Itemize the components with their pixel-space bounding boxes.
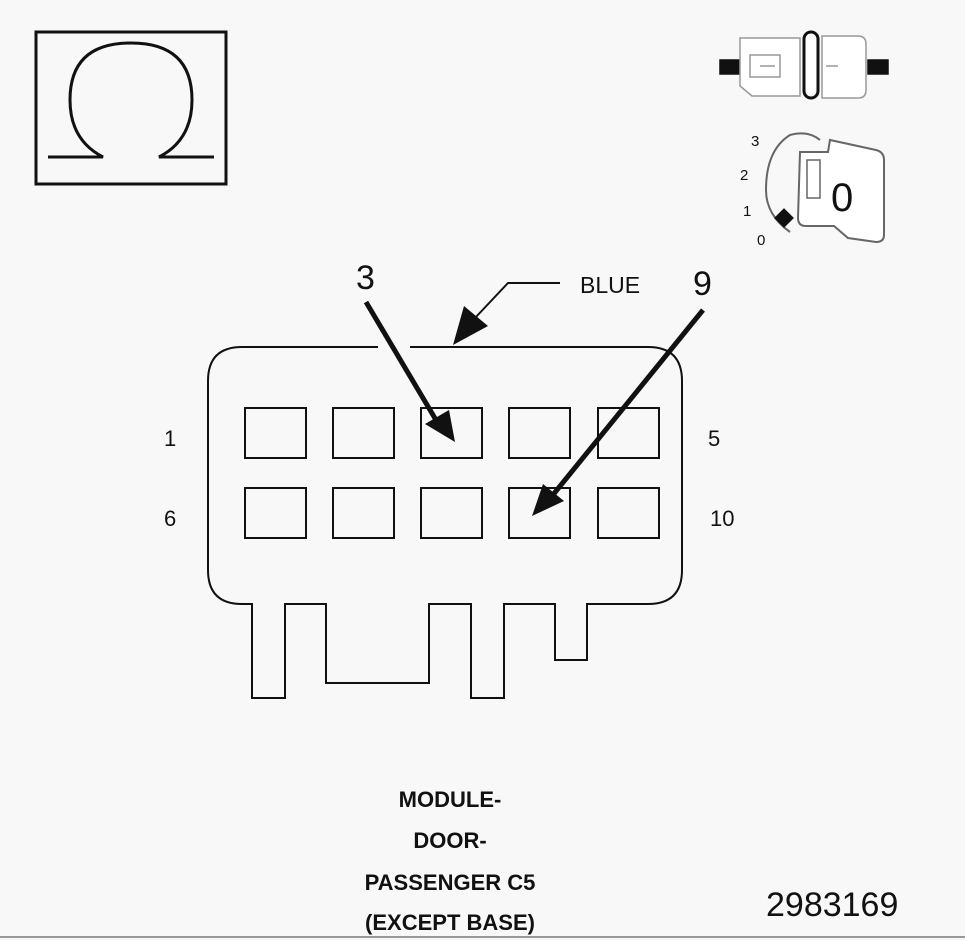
key-position-3: 3 xyxy=(751,133,760,150)
pin-label-5: 5 xyxy=(708,426,721,451)
caption-line-3: PASSENGER C5 xyxy=(364,870,536,895)
pin-cavity xyxy=(508,487,571,539)
pin-cavity xyxy=(420,407,483,459)
figure-id: 2983169 xyxy=(766,886,899,924)
pin-cavity xyxy=(420,487,483,539)
connector-body xyxy=(207,346,683,699)
caption-line-4: (EXCEPT BASE) xyxy=(365,910,535,935)
pin-cavities xyxy=(244,407,660,539)
caption-line-2: DOOR- xyxy=(413,828,487,853)
caption-line-1: MODULE- xyxy=(398,787,502,812)
pin-cavity xyxy=(508,407,571,459)
key-position-0: 0 xyxy=(757,232,766,249)
callout-9: 9 xyxy=(693,265,712,303)
key-setting-label: 0 xyxy=(831,176,854,220)
pin-cavity xyxy=(597,487,660,539)
pin-cavity xyxy=(332,487,395,539)
key-position-2: 2 xyxy=(740,167,749,184)
connector-color-label: BLUE xyxy=(580,272,641,298)
pin-cavity xyxy=(332,407,395,459)
callout-3-arrow xyxy=(363,300,455,442)
callout-9-arrow xyxy=(532,308,705,516)
pin-cavity xyxy=(597,407,660,459)
pin-label-6: 6 xyxy=(164,506,177,531)
ohm-symbol-icon xyxy=(34,30,228,186)
pin-label-10: 10 xyxy=(710,506,735,531)
ignition-key-icon xyxy=(764,132,885,244)
callout-3: 3 xyxy=(356,259,375,297)
pin-cavity xyxy=(244,487,307,539)
key-position-1: 1 xyxy=(743,203,752,220)
bottom-divider xyxy=(0,936,965,938)
pin-label-1: 1 xyxy=(164,426,177,451)
color-leader-arrow xyxy=(453,282,560,345)
pin-cavity xyxy=(244,407,307,459)
disconnected-connector-icon xyxy=(719,30,889,100)
